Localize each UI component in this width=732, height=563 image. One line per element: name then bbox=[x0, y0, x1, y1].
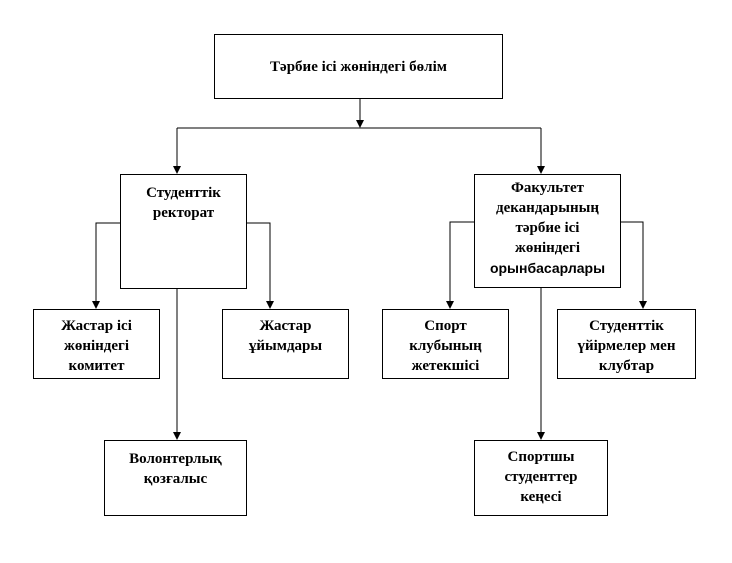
node-label: үйірмелер мен bbox=[577, 338, 676, 354]
node-sport-club-head: Спорт клубының жетекшісі bbox=[382, 309, 509, 379]
connector-to-sport-club-head bbox=[446, 221, 474, 309]
node-label: тәрбие ісі bbox=[515, 220, 580, 236]
node-athlete-students-council: Спортшы студенттер кеңесі bbox=[474, 440, 608, 516]
node-label: комитет bbox=[68, 358, 125, 374]
node-label: клубының bbox=[409, 338, 482, 354]
node-label: ректорат bbox=[152, 205, 215, 221]
connector-to-student-clubs bbox=[621, 221, 647, 309]
node-label: Студенттік bbox=[146, 185, 221, 201]
node-label: жөніндегі bbox=[514, 240, 581, 256]
connector-to-youth-orgs bbox=[247, 222, 274, 309]
node-label: Факультет bbox=[510, 180, 585, 196]
node-label: жетекшісі bbox=[411, 358, 480, 374]
node-educational-work-department: Тәрбие ісі жөніндегі бөлім bbox=[214, 34, 503, 99]
node-faculty-deputy-deans: Факультет декандарының тәрбие ісі жөнінд… bbox=[474, 174, 621, 288]
node-label: Спортшы bbox=[507, 449, 575, 465]
node-label: клубтар bbox=[598, 358, 655, 374]
connector-to-youth-committee bbox=[92, 222, 120, 309]
node-label: студенттер bbox=[504, 469, 578, 485]
node-label: Тәрбие ісі жөніндегі бөлім bbox=[270, 58, 447, 75]
node-label: Спорт bbox=[424, 318, 467, 334]
node-label: Студенттік bbox=[589, 318, 664, 334]
node-youth-organizations: Жастар ұйымдары bbox=[222, 309, 349, 379]
node-label: Волонтерлық bbox=[129, 451, 222, 467]
node-volunteer-movement: Волонтерлық қозғалыс bbox=[104, 440, 247, 516]
node-student-clubs: Студенттік үйірмелер мен клубтар bbox=[557, 309, 696, 379]
node-label: орынбасарлары bbox=[489, 260, 606, 276]
node-label: қозғалыс bbox=[143, 471, 208, 487]
node-label: жөніндегі bbox=[63, 338, 130, 354]
node-label: Жастар bbox=[259, 318, 312, 334]
node-label: кеңесі bbox=[520, 489, 562, 505]
node-label: декандарының bbox=[496, 200, 599, 216]
node-youth-affairs-committee: Жастар ісі жөніндегі комитет bbox=[33, 309, 160, 379]
node-label: Жастар ісі bbox=[61, 318, 132, 334]
node-student-rectorate: Студенттік ректорат bbox=[120, 174, 247, 289]
node-label: ұйымдары bbox=[248, 338, 323, 354]
